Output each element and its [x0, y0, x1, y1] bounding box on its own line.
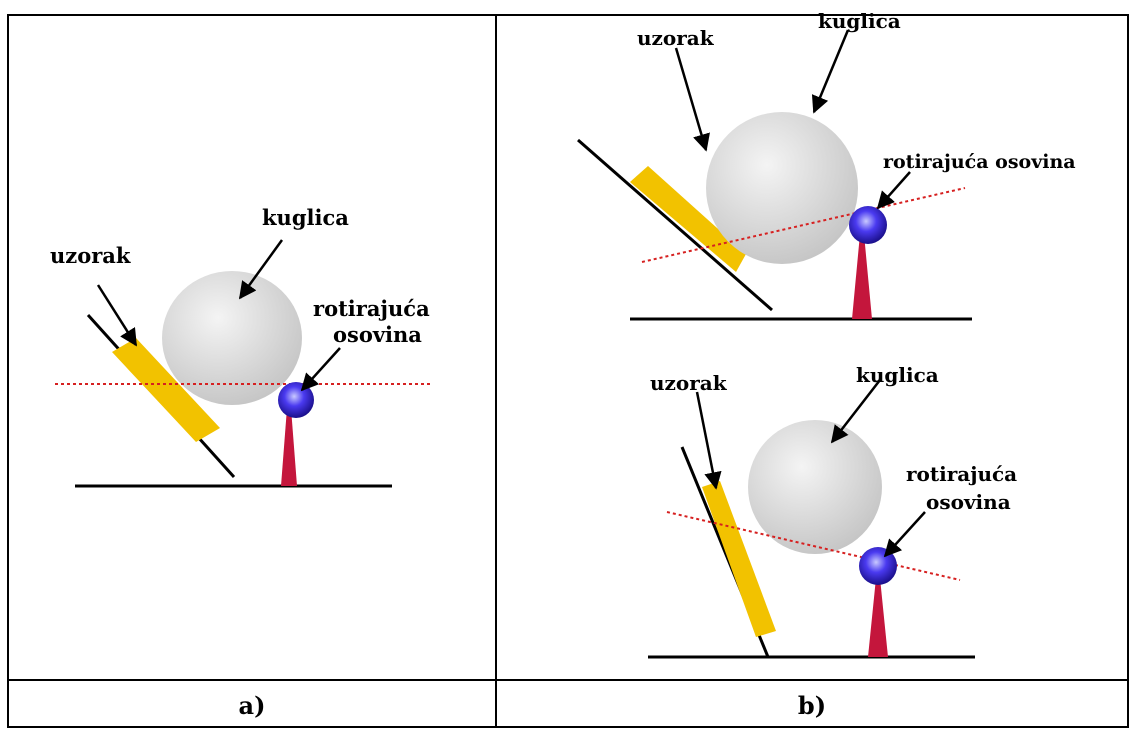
table-border	[7, 14, 1129, 728]
axis-label: rotirajuća osovina	[883, 151, 1076, 173]
panel-a: uzorak kuglica rotirajuća osovina	[50, 205, 432, 488]
pivot-ball	[278, 382, 314, 418]
caption-a: a)	[239, 691, 266, 720]
stand	[852, 234, 872, 319]
ball-arrow	[811, 29, 850, 114]
axis-label-line2: osovina	[333, 322, 422, 347]
sample-plate	[702, 481, 776, 637]
ball-arrow	[830, 379, 881, 444]
axis-arrow	[883, 511, 926, 558]
sample-label: uzorak	[50, 243, 131, 268]
sample-arrow	[674, 47, 710, 152]
sample-plate	[630, 166, 746, 272]
stand	[281, 408, 297, 486]
sample-label: uzorak	[637, 26, 715, 50]
axis-label-line2: osovina	[926, 490, 1011, 514]
axis-arrow	[876, 171, 911, 210]
ball	[162, 271, 302, 405]
panel-b-bottom: uzorak kuglica rotirajuća osovina	[648, 363, 1017, 659]
ball	[748, 420, 882, 554]
sample-label: uzorak	[650, 371, 728, 395]
axis-arrow	[300, 347, 341, 392]
sample-arrow	[96, 284, 138, 347]
axis-label-line1: rotirajuća	[313, 296, 430, 321]
ball-label: kuglica	[818, 9, 901, 33]
stand	[868, 578, 888, 657]
sample-arrow	[695, 391, 722, 490]
dotted-axis-line	[641, 187, 966, 263]
pivot-ball	[859, 547, 897, 585]
ball-label: kuglica	[856, 363, 939, 387]
table-grid	[7, 14, 1129, 728]
panel-b-top: uzorak kuglica rotirajuća osovina	[577, 9, 1076, 321]
axis-label-line1: rotirajuća	[906, 462, 1017, 486]
sample-plate	[112, 338, 220, 442]
ball-arrow	[238, 239, 284, 300]
ball-label: kuglica	[262, 205, 349, 230]
pivot-ball	[849, 206, 887, 244]
incline-line	[577, 138, 773, 312]
ball	[706, 112, 858, 264]
dotted-axis-line	[666, 511, 961, 581]
caption-b: b)	[798, 691, 826, 720]
